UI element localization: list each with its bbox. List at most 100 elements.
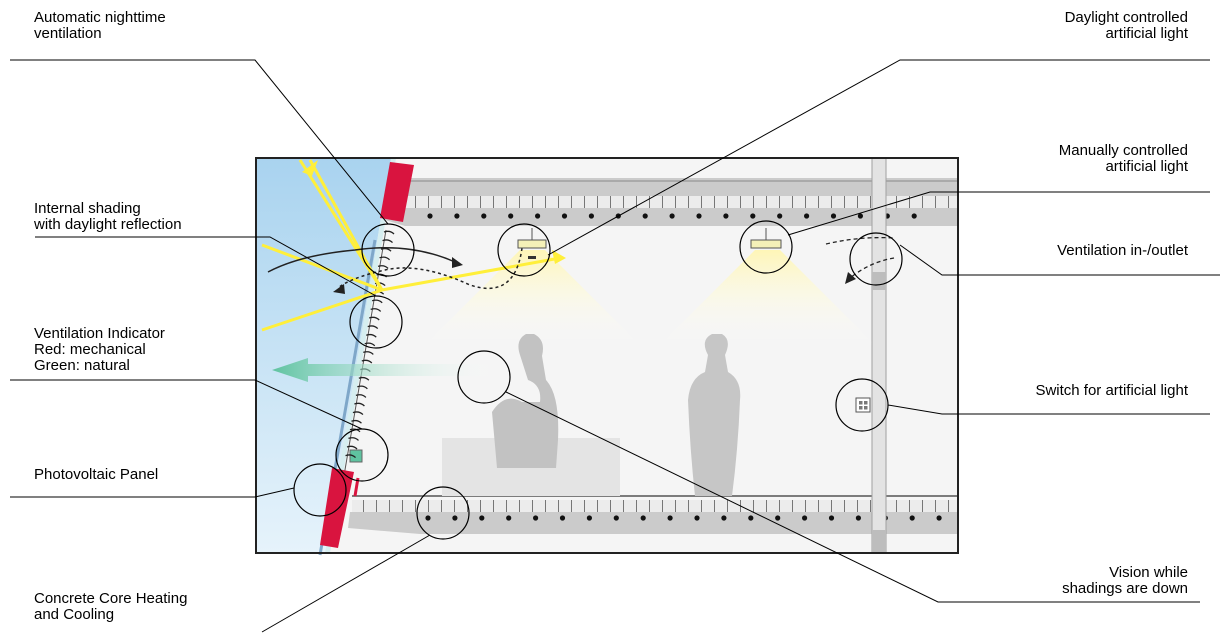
natural-ventilation-arrow [272,358,500,382]
label-line: with daylight reflection [34,216,182,233]
heating-pipe [669,213,675,219]
daylight-arrow-head [552,250,566,264]
heating-pipe [506,515,512,521]
heating-pipe [936,515,942,521]
floor-pipes [425,515,942,521]
shading-lamella [369,316,380,321]
shading-lamella [352,411,364,416]
label-line: Photovoltaic Panel [34,466,159,483]
vent-inlet-arrowhead [845,272,856,284]
label-line: Switch for artificial light [1035,382,1188,399]
label-vent-inout: Ventilation in-/outlet [1057,243,1188,259]
manually-controlled-lamp [750,228,782,249]
room-section [255,157,959,556]
daylight-controlled-lamp [517,228,547,259]
label-line: Automatic nighttime [34,9,166,26]
callout-circle-concrete-core [416,486,470,540]
heating-pipe [802,515,808,521]
heating-pipe [535,213,541,219]
shading-lamella [363,351,374,355]
label-switch: Switch for artificial light [1035,383,1188,399]
shading-lamella [345,454,357,459]
standing-person-silhouette [688,334,741,496]
shading-lamella [355,394,367,398]
leader-night-ventilation [10,59,389,225]
heating-pipe [855,515,862,521]
heating-pipe [696,213,702,219]
leader-concrete-core [261,534,431,633]
daylight-ray-5 [381,256,561,292]
heating-pipe [828,515,835,521]
switch-key [859,401,863,405]
label-photovoltaic: Photovoltaic Panel [34,467,158,483]
leader-lines [10,59,1220,633]
seated-person-silhouette [492,334,559,468]
label-line: Red: mechanical [34,341,146,358]
night-air-outflow-arrowhead [333,284,345,294]
label-manual-light: Manually controlled artificial light [1059,143,1188,175]
shading-lamella [367,325,379,330]
callout-circle-manual-light [739,220,793,274]
heating-pipe [561,213,568,219]
label-line: and Cooling [34,606,115,623]
callout-circle-photovoltaic [293,463,347,517]
leader-ventilation-indicator [10,379,363,430]
vent-duct-opening [872,272,886,290]
heating-pipe [508,213,514,219]
label-line: Ventilation Indicator [34,325,165,342]
shading-lamella [382,239,393,244]
label-line: Daylight controlled [1064,9,1188,26]
lamp-sensor [528,256,536,259]
heating-pipe [694,515,700,521]
switch-key [864,406,868,410]
callout-circle-vent-inout [849,232,903,286]
heating-pipe [479,515,485,521]
section-frame [255,157,959,554]
lamp-body [517,239,547,249]
shading-lamella [357,385,368,390]
heating-pipe [559,515,566,521]
facade-glass [325,158,396,553]
switch-key [864,401,868,405]
shading-lamella [361,359,373,364]
heating-pipe [723,213,729,219]
light-cone-daylight [425,250,640,345]
heating-pipe [748,515,754,521]
label-internal-shading: Internal shading with daylight reflectio… [34,201,182,233]
label-vision: Vision while shadings are down [1062,565,1188,597]
daylight-up-arrow-head [302,160,318,176]
leader-internal-shading [35,236,377,297]
heating-pipe [640,515,646,521]
ventilation-green-indicator [349,449,363,463]
leader-switch [887,404,1210,415]
shading-lamella [370,308,382,312]
daylight-ray-2 [261,243,383,292]
ceiling-slab [385,178,958,226]
leader-daylight-light [547,59,1210,256]
heating-pipe [777,213,783,219]
heating-pipe [586,515,593,521]
shading-lamella [348,437,359,441]
label-ventilation-indicator: Ventilation Indicator Red: mechanical Gr… [34,326,165,374]
callout-circle-daylight-light [497,223,551,277]
heating-pipe [613,515,619,521]
heating-pipe [642,213,648,219]
heating-pipe [533,515,539,521]
heating-pipe [857,213,864,219]
label-line: Manually controlled [1058,142,1188,159]
label-line: Concrete Core Heating [34,590,188,607]
heating-pipe [750,213,756,219]
callout-circle-vision [457,350,511,404]
shading-lamella [383,230,395,235]
vent-inlet-flow [849,257,895,279]
shading-lamella [346,445,358,450]
heating-pipe [452,515,458,521]
floor-slab [348,495,958,534]
shading-lamella [364,342,376,347]
shading-lamella [377,265,389,269]
heating-pipe [911,213,917,219]
furniture-and-people [442,334,741,496]
facade [318,162,414,556]
heating-pipe [425,515,431,521]
